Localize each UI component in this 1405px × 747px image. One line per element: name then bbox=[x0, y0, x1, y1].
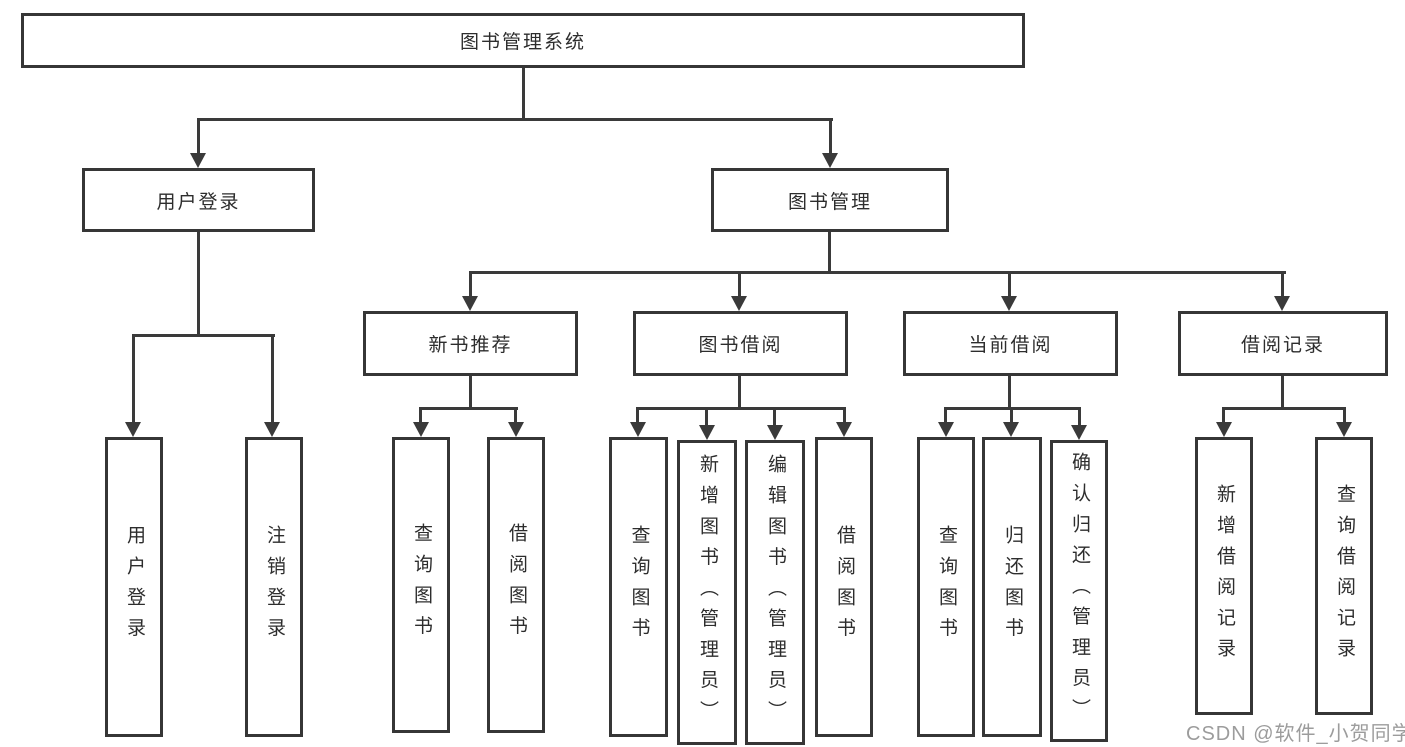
leaf-user-login-label: 用户登录 bbox=[123, 525, 145, 649]
leaf-nbr-borrow-books: 借阅图书 bbox=[487, 437, 545, 733]
connector-borrowrecords-rail bbox=[1222, 407, 1346, 410]
leaf-br-add-record-label: 新增借阅记录 bbox=[1213, 483, 1235, 669]
connector-userlogin-stem bbox=[197, 232, 200, 337]
connector-drop-leaf-login bbox=[132, 334, 135, 424]
connector-drop-new-book-rec bbox=[469, 271, 472, 299]
leaf-user-login: 用户登录 bbox=[105, 437, 163, 737]
leaf-nbr-query-books-label: 查询图书 bbox=[410, 523, 432, 647]
leaf-br-query-record: 查询借阅记录 bbox=[1315, 437, 1373, 715]
connector-drop-bb-borrow bbox=[843, 407, 846, 425]
arrowhead-book-mgmt bbox=[822, 153, 838, 168]
connector-drop-br-add bbox=[1222, 407, 1225, 425]
connector-drop-bb-edit bbox=[773, 407, 776, 427]
connector-borrowrecords-stem bbox=[1281, 376, 1284, 410]
node-book-borrow-label: 图书借阅 bbox=[698, 335, 783, 356]
connector-bookmgmt-rail bbox=[469, 271, 1286, 274]
connector-drop-borrow-records bbox=[1281, 271, 1284, 299]
arrowhead-nbr-query bbox=[413, 422, 429, 437]
connector-drop-cb-query bbox=[944, 407, 947, 425]
connector-drop-bb-query bbox=[636, 407, 639, 425]
connector-drop-nbr-borrow bbox=[514, 407, 517, 425]
leaf-bb-edit-books-admin: 编辑图书（管理员） bbox=[745, 440, 805, 745]
csdn-watermark: CSDN @软件_小贺同学 bbox=[1186, 723, 1405, 745]
leaf-bb-edit-books-admin-label: 编辑图书（管理员） bbox=[764, 453, 786, 732]
arrowhead-user-login bbox=[190, 153, 206, 168]
leaf-cb-confirm-return-admin: 确认归还（管理员） bbox=[1050, 440, 1108, 742]
node-user-login-label: 用户登录 bbox=[156, 191, 241, 213]
connector-drop-cb-confirm bbox=[1078, 407, 1081, 427]
connector-root-stem bbox=[522, 68, 525, 120]
connector-drop-nbr-query bbox=[419, 407, 422, 425]
node-borrow-records-label: 借阅记录 bbox=[1240, 335, 1325, 356]
connector-drop-current-borrow bbox=[1008, 271, 1011, 299]
node-book-borrow: 图书借阅 bbox=[633, 311, 848, 376]
arrowhead-current-borrow bbox=[1001, 296, 1017, 311]
connector-newbookrec-stem bbox=[469, 376, 472, 410]
arrowhead-book-borrow bbox=[731, 296, 747, 311]
arrowhead-br-query bbox=[1336, 422, 1352, 437]
leaf-cb-confirm-return-admin-label: 确认归还（管理员） bbox=[1068, 452, 1090, 730]
leaf-logout: 注销登录 bbox=[245, 437, 303, 737]
connector-drop-cb-return bbox=[1010, 407, 1013, 425]
arrowhead-bb-edit bbox=[767, 425, 783, 440]
node-new-book-rec: 新书推荐 bbox=[363, 311, 578, 376]
connector-root-rail bbox=[197, 118, 833, 121]
connector-bookmgmt-stem bbox=[828, 232, 831, 274]
leaf-br-add-record: 新增借阅记录 bbox=[1195, 437, 1253, 715]
arrowhead-borrow-records bbox=[1274, 296, 1290, 311]
leaf-bb-borrow-books-label: 借阅图书 bbox=[833, 525, 855, 649]
connector-bookborrow-rail bbox=[636, 407, 846, 410]
leaf-cb-return-books-label: 归还图书 bbox=[1001, 525, 1023, 649]
leaf-nbr-query-books: 查询图书 bbox=[392, 437, 450, 733]
arrowhead-cb-confirm bbox=[1071, 425, 1087, 440]
connector-drop-book-mgmt bbox=[829, 118, 832, 156]
connector-drop-bb-add bbox=[705, 407, 708, 427]
arrowhead-bb-borrow bbox=[836, 422, 852, 437]
connector-drop-br-query bbox=[1343, 407, 1346, 425]
arrowhead-cb-return bbox=[1003, 422, 1019, 437]
node-root: 图书管理系统 bbox=[21, 13, 1025, 68]
leaf-bb-query-books-label: 查询图书 bbox=[628, 525, 650, 649]
arrowhead-nbr-borrow bbox=[508, 422, 524, 437]
leaf-cb-query-books: 查询图书 bbox=[917, 437, 975, 737]
leaf-nbr-borrow-books-label: 借阅图书 bbox=[505, 523, 527, 647]
arrowhead-br-add bbox=[1216, 422, 1232, 437]
arrowhead-leaf-login bbox=[125, 422, 141, 437]
leaf-bb-add-books-admin: 新增图书（管理员） bbox=[677, 440, 737, 745]
arrowhead-bb-query bbox=[630, 422, 646, 437]
leaf-logout-label: 注销登录 bbox=[263, 525, 285, 649]
connector-drop-user-login bbox=[197, 118, 200, 156]
leaf-bb-borrow-books: 借阅图书 bbox=[815, 437, 873, 737]
arrowhead-leaf-logout bbox=[264, 422, 280, 437]
node-current-borrow: 当前借阅 bbox=[903, 311, 1118, 376]
arrowhead-new-book-rec bbox=[462, 296, 478, 311]
node-new-book-rec-label: 新书推荐 bbox=[428, 335, 513, 356]
leaf-cb-return-books: 归还图书 bbox=[982, 437, 1042, 737]
arrowhead-cb-query bbox=[938, 422, 954, 437]
leaf-bb-add-books-admin-label: 新增图书（管理员） bbox=[696, 453, 718, 732]
node-book-mgmt-label: 图书管理 bbox=[787, 191, 872, 213]
node-user-login: 用户登录 bbox=[82, 168, 315, 232]
node-book-mgmt: 图书管理 bbox=[711, 168, 949, 232]
arrowhead-bb-add bbox=[699, 425, 715, 440]
leaf-cb-query-books-label: 查询图书 bbox=[935, 525, 957, 649]
connector-drop-leaf-logout bbox=[271, 334, 274, 424]
leaf-bb-query-books: 查询图书 bbox=[609, 437, 668, 737]
node-root-label: 图书管理系统 bbox=[459, 32, 586, 53]
connector-drop-book-borrow bbox=[738, 271, 741, 299]
leaf-br-query-record-label: 查询借阅记录 bbox=[1333, 483, 1355, 669]
connector-userlogin-rail bbox=[132, 334, 275, 337]
node-current-borrow-label: 当前借阅 bbox=[968, 335, 1053, 356]
connector-newbookrec-rail bbox=[419, 407, 518, 410]
connector-bookborrow-stem bbox=[738, 376, 741, 410]
connector-currentborrow-stem bbox=[1008, 376, 1011, 410]
node-borrow-records: 借阅记录 bbox=[1178, 311, 1388, 376]
